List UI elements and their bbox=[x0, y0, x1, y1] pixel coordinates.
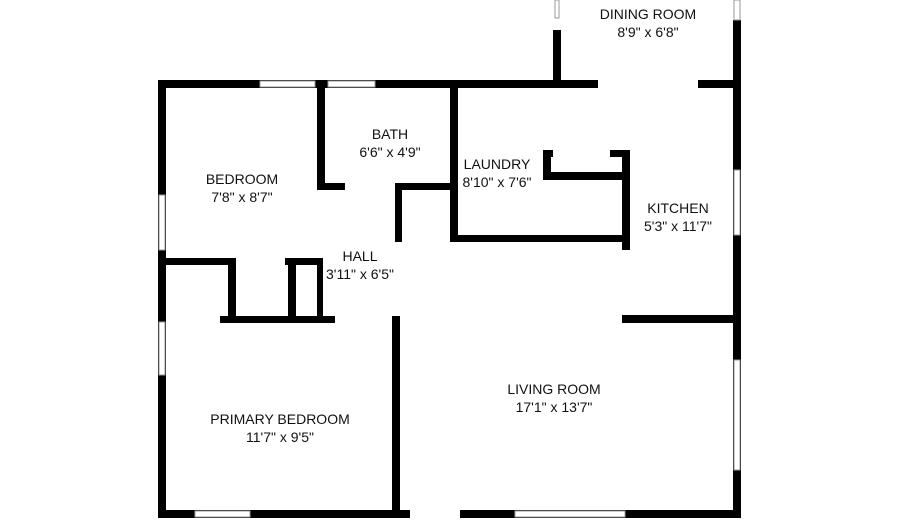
room-name: LIVING ROOM bbox=[507, 381, 601, 397]
room-hall: HALL 3'11" x 6'5" bbox=[326, 247, 394, 283]
room-dimensions: 7'8" x 8'7" bbox=[211, 189, 273, 205]
room-name: BEDROOM bbox=[205, 171, 279, 187]
room-name: HALL bbox=[342, 248, 378, 264]
room-kitchen: KITCHEN 5'3" x 11'7" bbox=[644, 199, 712, 235]
room-bedroom: BEDROOM 7'8" x 8'7" bbox=[206, 170, 278, 206]
room-name: BATH bbox=[371, 126, 409, 142]
room-name: PRIMARY BEDROOM bbox=[210, 411, 350, 427]
room-name: KITCHEN bbox=[647, 200, 709, 216]
room-name: DINING ROOM bbox=[599, 6, 697, 22]
room-primary-bedroom: PRIMARY BEDROOM 11'7" x 9'5" bbox=[210, 410, 350, 446]
room-dining-room: DINING ROOM 8'9" x 6'8" bbox=[600, 5, 696, 41]
room-laundry: LAUNDRY 8'10" x 7'6" bbox=[463, 155, 532, 191]
windows bbox=[158, 0, 741, 518]
room-dimensions: 8'10" x 7'6" bbox=[462, 174, 532, 190]
room-dimensions: 11'7" x 9'5" bbox=[246, 429, 314, 445]
room-dimensions: 5'3" x 11'7" bbox=[644, 218, 712, 234]
room-dimensions: 17'1" x 13'7" bbox=[515, 399, 593, 415]
room-name: LAUNDRY bbox=[463, 156, 531, 172]
room-bath: BATH 6'6" x 4'9" bbox=[359, 125, 420, 161]
room-dimensions: 8'9" x 6'8" bbox=[617, 24, 679, 40]
room-dimensions: 6'6" x 4'9" bbox=[359, 144, 421, 160]
room-dimensions: 3'11" x 6'5" bbox=[326, 266, 394, 282]
room-living-room: LIVING ROOM 17'1" x 13'7" bbox=[507, 380, 600, 416]
